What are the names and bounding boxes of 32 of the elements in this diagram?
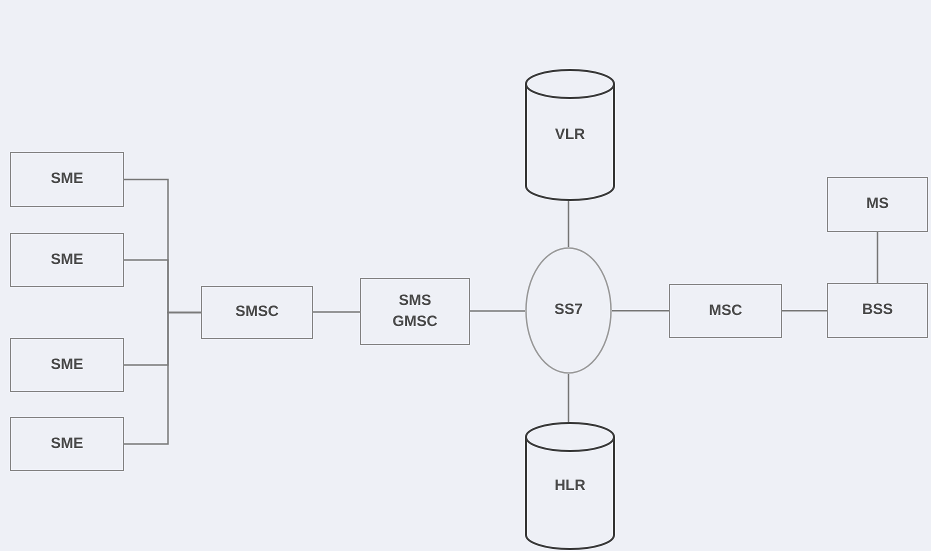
connector-line <box>124 312 201 445</box>
process-box <box>827 177 928 232</box>
process-box <box>10 152 124 207</box>
connector-line <box>313 311 360 313</box>
process-box <box>360 278 470 345</box>
process-box <box>827 283 928 338</box>
connector-line <box>568 200 570 247</box>
connector-line <box>470 310 525 312</box>
connector-line <box>612 310 669 312</box>
node-label: SMSC <box>235 302 279 322</box>
node-label: SME <box>50 169 84 190</box>
connector-line <box>568 374 570 423</box>
node-label: HLR <box>554 476 586 496</box>
node-label: SS7 <box>554 300 583 320</box>
node-label: MS <box>866 194 889 214</box>
node-label: SME <box>50 250 84 270</box>
connector-line <box>876 232 878 283</box>
node-label: MSC <box>708 300 742 321</box>
process-box <box>10 417 124 471</box>
connector-line <box>782 310 827 312</box>
database-cylinder <box>525 423 615 549</box>
process-box <box>669 284 782 338</box>
node-label: SMS GMSC <box>392 291 438 332</box>
node-label: SME <box>50 434 84 454</box>
node-label: BSS <box>862 300 893 320</box>
database-cylinder <box>525 70 615 200</box>
process-box <box>10 233 124 287</box>
network-ellipse <box>525 247 612 374</box>
node-label: VLR <box>555 124 585 145</box>
process-box <box>201 286 313 339</box>
process-box <box>10 338 124 392</box>
node-label: SME <box>50 354 84 375</box>
